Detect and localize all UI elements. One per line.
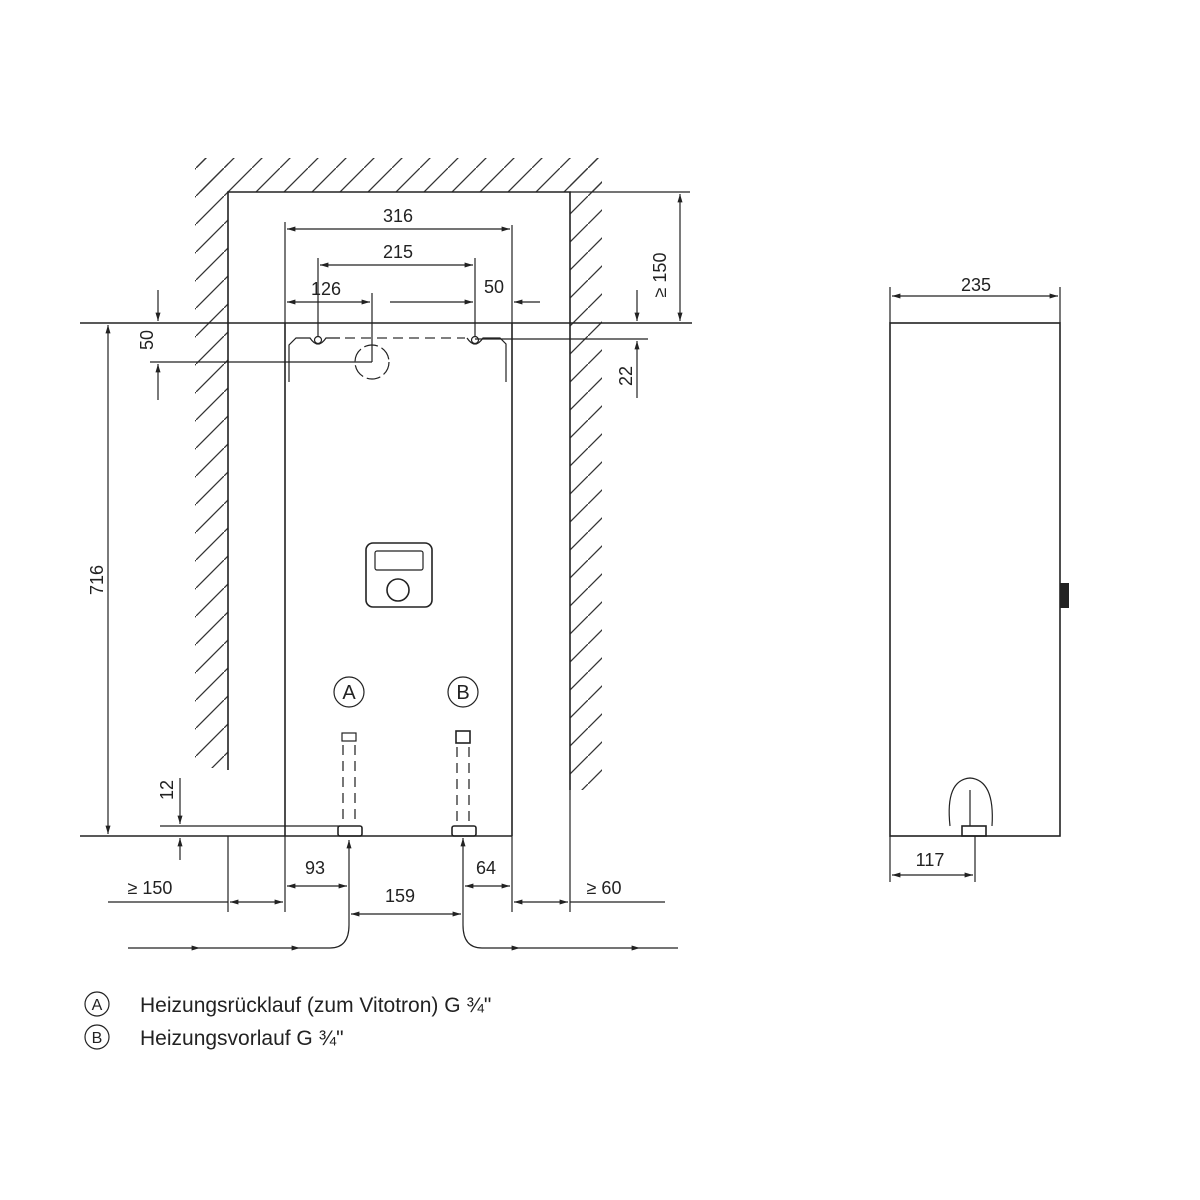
pipe-b <box>451 730 477 837</box>
dim-316: 316 <box>383 206 413 226</box>
connection-a-marker <box>333 676 365 708</box>
side-knob-icon <box>1060 583 1069 608</box>
dimensions-bottom: 12 93 64 159 ≥ 150 ≥ 60 <box>108 778 678 951</box>
dim-clearance-right: ≥ 60 <box>587 878 622 898</box>
legend-key-a: A <box>92 997 103 1014</box>
mounting-hole-icon <box>313 335 323 345</box>
legend-text-a: Heizungsrücklauf (zum Vitotron) G ¾" <box>140 994 491 1017</box>
device-side-view: 235 117 <box>889 275 1069 882</box>
connection-b-marker <box>447 676 479 708</box>
dim-93: 93 <box>305 858 325 878</box>
wall-hatching <box>195 158 602 790</box>
dim-159: 159 <box>385 886 415 906</box>
device-front-view: A B <box>80 322 692 837</box>
legend: A Heizungsrücklauf (zum Vitotron) G ¾" B… <box>84 991 491 1050</box>
connection-a-label: A <box>342 682 356 704</box>
dim-22: 22 <box>616 366 636 386</box>
dim-235: 235 <box>961 275 991 295</box>
pipe-a <box>337 732 363 837</box>
legend-text-b: Heizungsvorlauf G ¾" <box>140 1027 344 1050</box>
dim-clearance-top: ≥ 150 <box>650 253 670 298</box>
dim-50-left: 50 <box>137 330 157 350</box>
connection-b-label: B <box>456 682 469 704</box>
control-panel-icon <box>365 542 433 608</box>
flow-arrows <box>128 838 678 951</box>
dimensions-top: 316 215 126 50 50 22 ≥ 150 716 <box>87 191 690 834</box>
dim-50-top: 50 <box>484 277 504 297</box>
dim-64: 64 <box>476 858 496 878</box>
dim-clearance-left: ≥ 150 <box>128 878 173 898</box>
dim-716: 716 <box>87 565 107 595</box>
dim-215: 215 <box>383 242 413 262</box>
mounting-hole-icon <box>470 335 480 345</box>
dim-12: 12 <box>157 780 177 800</box>
dim-126: 126 <box>311 279 341 299</box>
legend-key-b: B <box>92 1030 103 1047</box>
dim-117: 117 <box>916 850 945 870</box>
